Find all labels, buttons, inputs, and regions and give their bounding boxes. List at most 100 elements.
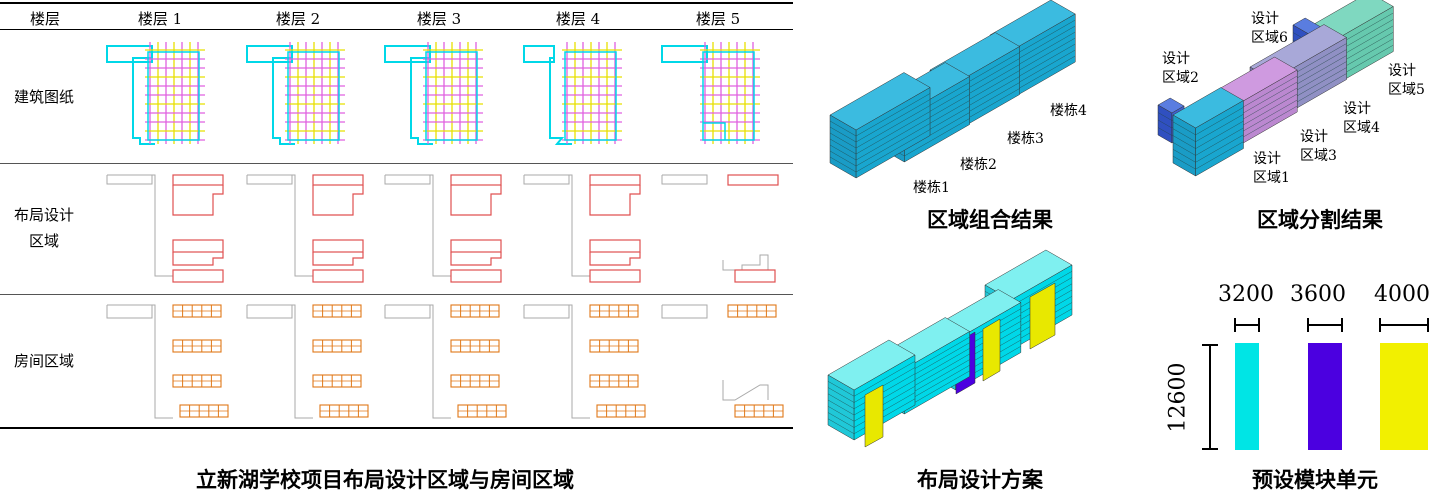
floor-line [827, 406, 855, 422]
region-outline [661, 304, 708, 319]
design-region-1 [1172, 87, 1244, 177]
table-top-rule [0, 2, 793, 4]
design-region [727, 174, 779, 186]
layout-region-floor [246, 174, 364, 283]
plan-outline [272, 57, 295, 145]
floor-line [854, 361, 916, 397]
plan-outline [703, 122, 726, 140]
region-outline [106, 304, 153, 319]
design-region [589, 269, 641, 283]
floor-line [854, 379, 916, 416]
room-region-floor [384, 304, 507, 419]
room-region-floor [106, 304, 229, 419]
design-region [450, 185, 502, 216]
plan-outline [132, 57, 155, 145]
room-region-floor [661, 304, 784, 418]
room-group [312, 304, 362, 318]
building-1 [829, 72, 931, 179]
floor-line [1172, 149, 1196, 163]
floor-line [827, 381, 855, 397]
building-2-label: 楼栋2 [960, 157, 997, 173]
floor-line [904, 118, 970, 157]
floor-line [1157, 119, 1173, 129]
region-outline [246, 304, 293, 319]
region-outline [523, 174, 570, 185]
region-split-diagram [1157, 0, 1394, 177]
region-6-label: 设计区域6 [1251, 11, 1288, 46]
yellow-module [864, 384, 884, 448]
plan-outline [410, 57, 433, 145]
plan-outline [384, 45, 431, 63]
region-outline [523, 304, 570, 319]
room-group [450, 304, 500, 318]
table-row-rule [0, 163, 793, 164]
design-region [450, 252, 502, 266]
floor-line [1014, 55, 1076, 92]
module-units-diagram [1202, 318, 1429, 450]
floor-line [829, 126, 857, 143]
room-region-floor [246, 304, 369, 419]
room-group [319, 404, 369, 418]
floor-line [1195, 114, 1244, 142]
floor-line [1172, 142, 1196, 156]
floor-line [856, 105, 931, 149]
building-1-label: 楼栋1 [913, 180, 950, 196]
design-region [172, 239, 224, 253]
module-bar [1235, 343, 1259, 450]
design-region [172, 185, 224, 216]
plan-outline [523, 45, 555, 63]
layout-region-floor [106, 174, 224, 283]
table-bottom-rule [0, 427, 793, 429]
main-caption: 立新湖学校项目布局设计区域与房间区域 [196, 468, 574, 492]
room-group [450, 339, 500, 353]
room-region-floor [523, 304, 646, 419]
floor-plan-drawing [523, 42, 622, 145]
region-5-label: 设计区域5 [1388, 63, 1425, 98]
design-region [172, 252, 224, 266]
design-region [450, 239, 502, 253]
block-side [1195, 100, 1244, 177]
table-corner-header: 楼层 [29, 10, 60, 28]
region-combine-diagram [829, 0, 1076, 179]
module-bar [1380, 343, 1428, 450]
floor-line [1195, 107, 1244, 136]
plan-outline [549, 57, 572, 145]
region-4-label: 设计区域4 [1343, 101, 1380, 136]
layout-region-floor [523, 174, 641, 283]
room-group [312, 374, 362, 388]
region-outline [722, 380, 769, 401]
room-group [312, 339, 362, 353]
floor-line [1172, 128, 1196, 142]
floor-line [1014, 43, 1076, 80]
room-regions [106, 304, 784, 419]
design-region [312, 252, 364, 266]
module-bar [1308, 343, 1342, 450]
room-group [734, 404, 784, 418]
floor-line [1195, 141, 1244, 170]
region-1-label: 设计区域1 [1253, 151, 1290, 186]
floor-3-header: 楼层 3 [416, 10, 462, 28]
region-outline [106, 174, 153, 185]
floor-line [827, 393, 855, 409]
module-width-1: 3200 [1218, 282, 1274, 307]
floor-line [856, 93, 931, 137]
floor-line [827, 387, 855, 403]
layout-plan-diagram [827, 249, 1073, 448]
module-height: 12600 [1165, 362, 1191, 433]
design-region [589, 239, 641, 253]
plan-building-1 [827, 339, 916, 441]
table-header-rule [0, 29, 793, 30]
room-group [589, 339, 639, 353]
room-group [172, 339, 222, 353]
region-outline [569, 304, 590, 419]
region-outline [384, 304, 431, 319]
region-outline [292, 174, 313, 277]
plan-outline [246, 45, 293, 63]
combine-caption: 区域组合结果 [927, 208, 1053, 232]
region-outline [430, 174, 451, 277]
floor-line [1014, 49, 1076, 86]
yellow-module [1029, 282, 1056, 350]
row-label-layout-region: 布局设计区域 [13, 206, 74, 250]
plan-outline [147, 51, 200, 141]
design-region [312, 185, 364, 216]
